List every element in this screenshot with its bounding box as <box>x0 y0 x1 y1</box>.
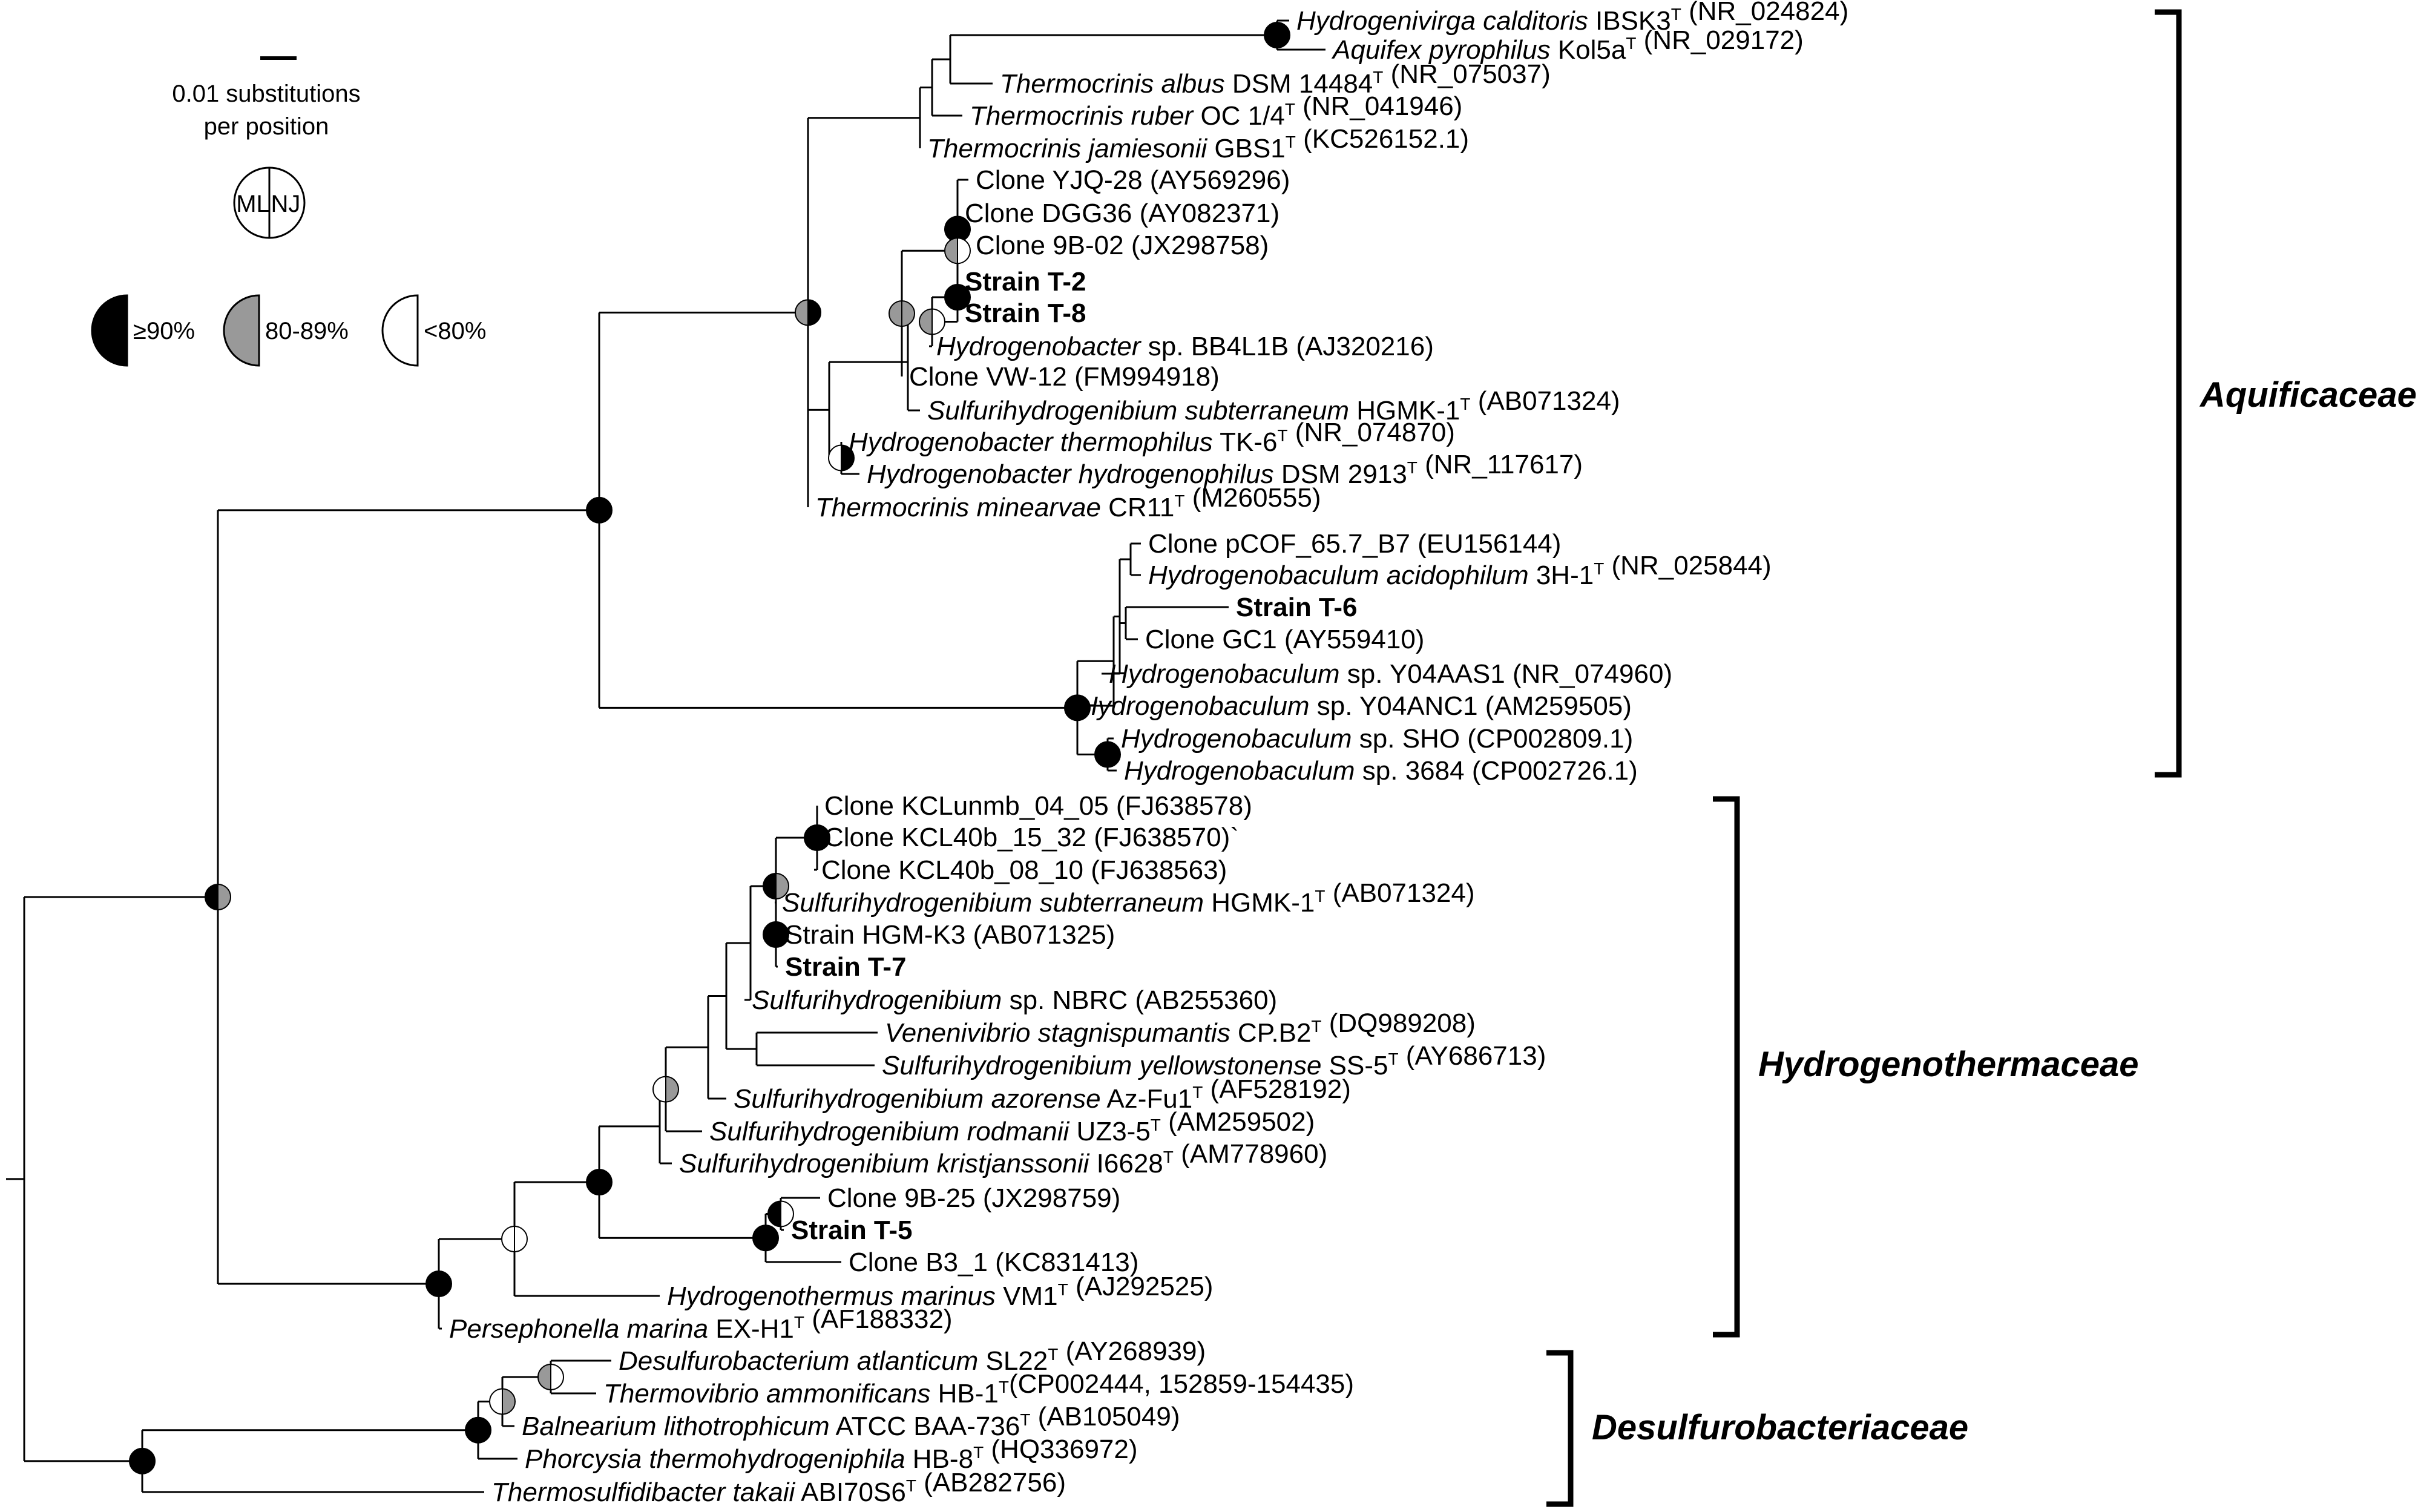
taxon-label-t21: Hydrogenobaculum sp. Y04ANC1 (AM259505) <box>1079 691 1632 721</box>
support-node-D12 <box>425 1270 452 1298</box>
support-node-B3 <box>944 215 971 243</box>
taxon-label-t34: Sulfurihydrogenibium rodmanii UZ3-5T (AM… <box>709 1107 1315 1146</box>
support-node-D2 <box>763 921 789 948</box>
support-node-C5 <box>1094 741 1121 768</box>
taxon-label-t4: Thermocrinis jamiesonii GBS1T (KC526152.… <box>927 124 1469 163</box>
taxon-label-t39: Hydrogenothermus marinus VM1T (AJ292525) <box>667 1272 1213 1311</box>
support-node-B4 <box>944 283 971 311</box>
family-label-hydrogenothermaceae: Hydrogenothermaceae <box>1758 1045 2139 1084</box>
taxon-label-t9: Strain T-8 <box>965 298 1086 328</box>
bracket-aquificaceae <box>2155 9 2182 778</box>
taxon-label-t14: Hydrogenobacter hydrogenophilus DSM 2913… <box>867 450 1583 489</box>
scale-label-line2: per position <box>204 113 329 140</box>
support-node-D1 <box>804 824 830 852</box>
support-key-mid: 80-89% <box>223 294 349 367</box>
taxon-label-t2: Thermocrinis albus DSM 14484T (NR_075037… <box>1000 59 1551 99</box>
taxon-label-t20: Hydrogenobaculum sp. Y04AAS1 (NR_074960) <box>1109 659 1672 689</box>
taxon-label-t1: Aquifex pyrophilus Kol5aT (NR_029172) <box>1331 25 1804 65</box>
support-node-B9 <box>828 444 855 472</box>
key-label-ml: ML <box>236 191 270 217</box>
bracket-desulfurobacteriaceae <box>1546 1350 1574 1507</box>
support-node-A1 <box>1264 21 1290 49</box>
support-node-D8 <box>652 1076 679 1103</box>
taxon-label-t43: Balnearium lithotrophicum ATCC BAA-736T … <box>522 1402 1180 1441</box>
taxon-label-t32: Sulfurihydrogenibium yellowstonense SS-5… <box>882 1041 1546 1080</box>
support-node-D11 <box>501 1226 528 1253</box>
taxon-label-t25: Clone KCL40b_15_32 (FJ638570)` <box>824 823 1239 852</box>
taxon-label-t3: Thermocrinis ruber OC 1/4T (NR_041946) <box>970 91 1462 131</box>
support-node-A5 <box>795 299 821 326</box>
taxon-label-t15: Thermocrinis minearvae CR11T (M260555) <box>815 483 1321 522</box>
support-node-B6 <box>944 237 971 265</box>
taxon-label-t16: Clone pCOF_65.7_B7 (EU156144) <box>1148 529 1561 559</box>
support-node-B5 <box>919 308 945 335</box>
taxon-label-t33: Sulfurihydrogenibium azorense Az-Fu1T (A… <box>734 1074 1351 1114</box>
support-node-E2 <box>752 1224 779 1252</box>
support-node-D10 <box>586 1169 613 1196</box>
support-node-D3 <box>763 872 789 900</box>
family-brackets <box>1546 9 2182 1507</box>
support-node-C6 <box>1064 694 1091 721</box>
taxon-label-t40: Persephonella marina EX-H1T (AF188332) <box>449 1304 953 1344</box>
support-key-circle: ML NJ <box>233 166 306 239</box>
support-mid-label: 80-89% <box>265 318 349 344</box>
taxon-label-t6: Clone DGG36 (AY082371) <box>965 199 1279 228</box>
support-node-B7 <box>889 300 915 327</box>
key-label-nj: NJ <box>271 191 301 217</box>
support-low-label: <80% <box>424 318 486 344</box>
taxon-label-t11: Clone VW-12 (FM994918) <box>909 362 1220 392</box>
scale-label-line1: 0.01 substitutions <box>172 81 360 107</box>
taxon-label-t23: Hydrogenobaculum sp. 3684 (CP002726.1) <box>1124 756 1638 786</box>
taxon-label-t22: Hydrogenobaculum sp. SHO (CP002809.1) <box>1121 724 1633 754</box>
taxon-label-t27: Sulfurihydrogenibium subterraneum HGMK-1… <box>782 878 1475 918</box>
support-key-low: <80% <box>381 294 486 367</box>
support-node-F1 <box>537 1363 564 1391</box>
taxon-labels: Hydrogenivirga calditoris IBSK3T (NR_024… <box>449 0 1848 1507</box>
support-high-label: ≥90% <box>133 318 195 344</box>
taxon-label-t13: Hydrogenobacter thermophilus TK-6T (NR_0… <box>849 418 1455 457</box>
taxon-label-t42: Thermovibrio ammonificans HB-1T(CP002444… <box>603 1369 1354 1408</box>
family-label-aquificaceae: Aquificaceae <box>2199 375 2417 415</box>
taxon-label-t19: Clone GC1 (AY559410) <box>1145 625 1424 654</box>
support-key-high: ≥90% <box>91 294 195 367</box>
support-node-A6 <box>586 496 613 524</box>
taxon-label-t24: Clone KCLunmb_04_05 (FJ638578) <box>824 791 1252 821</box>
support-node-R2 <box>205 883 231 910</box>
support-node-F2 <box>489 1388 516 1415</box>
taxon-label-t45: Thermosulfidibacter takaii ABI70S6T (AB2… <box>491 1468 1066 1507</box>
taxon-label-t36: Clone 9B-25 (JX298759) <box>827 1183 1120 1213</box>
bracket-hydrogenothermaceae <box>1713 796 1740 1338</box>
taxon-label-t41: Desulfurobacterium atlanticum SL22T (AY2… <box>619 1336 1206 1376</box>
taxon-label-t26: Clone KCL40b_08_10 (FJ638563) <box>821 855 1227 885</box>
taxon-label-t30: Sulfurihydrogenibium sp. NBRC (AB255360) <box>752 985 1277 1015</box>
taxon-label-t28: Strain HGM-K3 (AB071325) <box>785 920 1115 950</box>
taxon-label-t8: Strain T-2 <box>965 267 1086 297</box>
taxon-label-t35: Sulfurihydrogenibium kristjanssonii I662… <box>679 1139 1327 1178</box>
taxon-label-t0: Hydrogenivirga calditoris IBSK3T (NR_024… <box>1296 0 1848 36</box>
taxon-label-t29: Strain T-7 <box>785 952 907 982</box>
support-nodes <box>129 21 1290 1474</box>
taxon-label-t10: Hydrogenobacter sp. BB4L1B (AJ320216) <box>936 332 1434 361</box>
taxon-label-t18: Strain T-6 <box>1236 593 1358 622</box>
taxon-label-t17: Hydrogenobaculum acidophilum 3H-1T (NR_0… <box>1148 551 1772 590</box>
family-label-desulfurobacteriaceae: Desulfurobacteriaceae <box>1592 1408 1968 1447</box>
taxon-label-t31: Venenivibrio stagnispumantis CP.B2T (DQ9… <box>885 1008 1476 1048</box>
support-node-F3 <box>465 1416 491 1444</box>
taxon-label-t7: Clone 9B-02 (JX298758) <box>976 231 1269 260</box>
taxon-label-t44: Phorcysia thermohydrogeniphila HB-8T (HQ… <box>525 1435 1138 1474</box>
taxon-label-t5: Clone YJQ-28 (AY569296) <box>976 165 1290 195</box>
support-node-E1 <box>767 1200 794 1228</box>
taxon-label-t37: Strain T-5 <box>791 1215 913 1245</box>
support-node-F4 <box>129 1447 156 1474</box>
legend: 0.01 substitutions per position ML NJ ≥9… <box>91 56 486 367</box>
taxon-label-t12: Sulfurihydrogenibium subterraneum HGMK-1… <box>927 386 1620 426</box>
taxon-label-t38: Clone B3_1 (KC831413) <box>849 1247 1138 1277</box>
